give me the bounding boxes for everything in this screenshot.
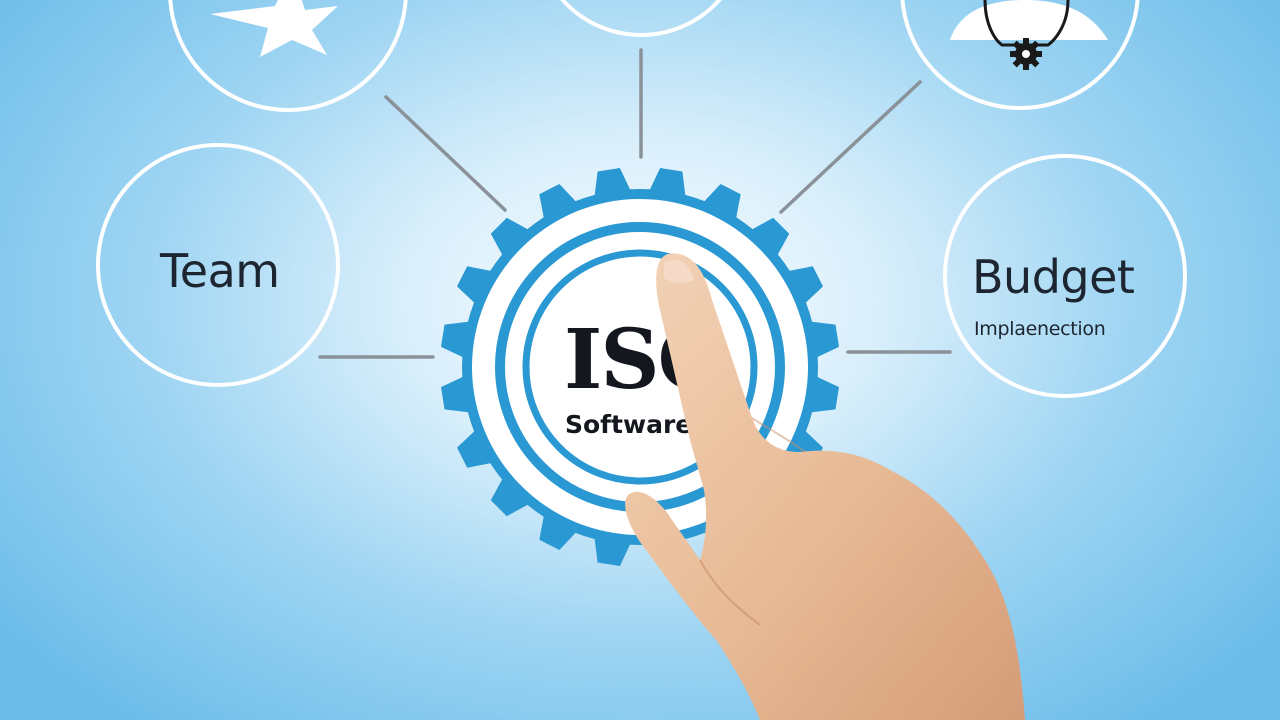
node-budget-label: Budget [972,250,1135,304]
lightbulb-gear-icon [950,0,1108,70]
star-icon [210,0,338,57]
node-team [96,143,340,387]
node-budget-sublabel: Implaenection [974,318,1106,340]
node-top-right [900,0,1140,110]
connector-top-left [384,95,507,212]
node-top-left [168,0,408,112]
software-subtitle: Software [565,410,693,439]
node-top [560,0,722,37]
iso-title: ISO [564,312,729,408]
node-team-label: Team [160,244,280,298]
connector-top-right [779,80,922,214]
